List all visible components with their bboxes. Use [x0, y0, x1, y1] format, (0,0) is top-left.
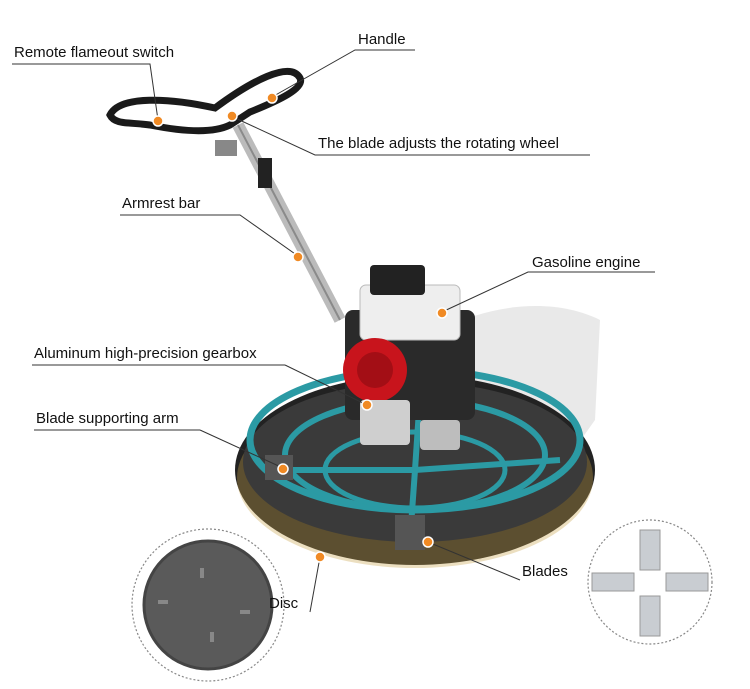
handle-assembly [106, 67, 346, 323]
label-handle: Handle [358, 31, 406, 48]
disc-inset [131, 528, 285, 682]
label-blades: Blades [522, 563, 568, 580]
marker-engine [436, 307, 448, 319]
marker-armrest [292, 251, 304, 263]
marker-gearbox [361, 399, 373, 411]
marker-disc [314, 551, 326, 563]
gasoline-engine [343, 265, 475, 450]
marker-blades [422, 536, 434, 548]
label-armrest-bar: Armrest bar [122, 195, 201, 212]
label-gasoline-engine: Gasoline engine [532, 254, 641, 271]
label-remote-flameout-switch: Remote flameout switch [14, 44, 175, 61]
marker-support-arm [277, 463, 289, 475]
blades-inset [587, 519, 713, 645]
label-gearbox: Aluminum high-precision gearbox [34, 345, 257, 362]
marker-handle [266, 92, 278, 104]
label-blade-supporting-arm: Blade supporting arm [36, 410, 179, 427]
marker-adjust-wheel [226, 110, 238, 122]
label-blade-adjusts-wheel: The blade adjusts the rotating wheel [318, 135, 559, 152]
marker-remote-switch [152, 115, 164, 127]
leader-lines [12, 49, 655, 613]
callout-markers [152, 92, 448, 563]
trowel-body [235, 366, 595, 568]
label-disc: Disc [269, 595, 299, 612]
